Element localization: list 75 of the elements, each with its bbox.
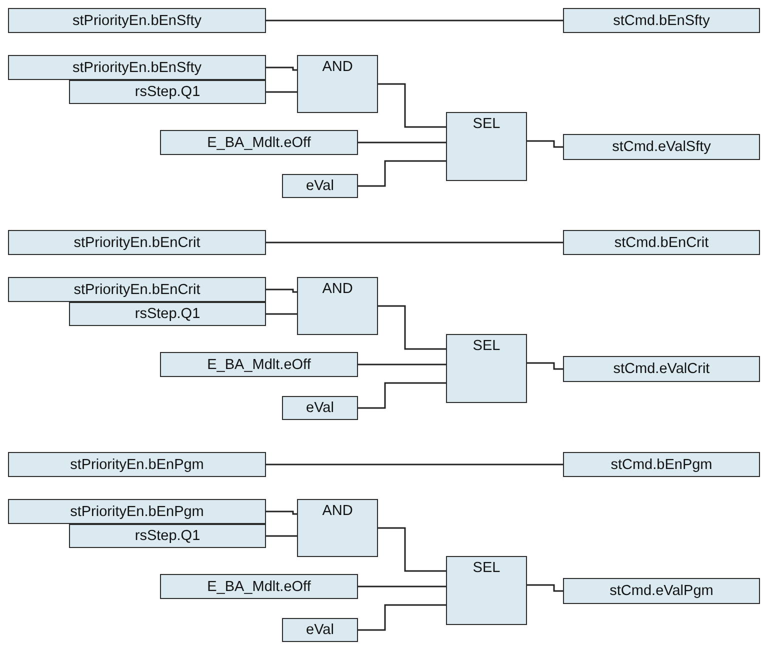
connector-line <box>358 382 446 409</box>
variable-label: rsStep.Q1 <box>134 84 200 100</box>
variable-box <box>563 356 760 382</box>
variable-box <box>8 277 266 302</box>
connector-line <box>527 140 563 148</box>
variable-box <box>8 452 266 477</box>
variable-box <box>8 8 266 33</box>
variable-label: stPriorityEn.bEnPgm <box>70 504 204 520</box>
connector-line <box>266 464 563 466</box>
connector-line <box>358 586 446 588</box>
variable-label: stCmd.bEnCrit <box>614 234 709 250</box>
variable-box <box>160 352 358 377</box>
variable-box <box>8 230 266 255</box>
variable-label: rsStep.Q1 <box>134 306 200 322</box>
variable-box <box>69 302 266 326</box>
connector-line <box>266 66 297 71</box>
variable-box <box>563 230 760 255</box>
connector-line <box>378 305 446 350</box>
connector-line <box>378 527 446 572</box>
variable-label: stCmd.bEnSfty <box>613 12 710 28</box>
connector-line <box>266 510 297 515</box>
variable-label: rsStep.Q1 <box>134 528 200 544</box>
variable-label: stCmd.eValSfty <box>612 139 711 155</box>
variable-label: eVal <box>306 622 334 638</box>
variable-label: stCmd.eValPgm <box>610 583 714 599</box>
connector-line <box>266 242 563 244</box>
connector-line <box>358 364 446 366</box>
variable-box <box>282 618 358 642</box>
variable-label: eVal <box>306 178 334 194</box>
variable-box <box>563 452 760 477</box>
variable-box <box>8 55 266 80</box>
variable-box <box>563 134 760 160</box>
variable-label: E_BA_Mdlt.eOff <box>207 134 311 150</box>
function-block <box>446 556 527 625</box>
block-type-label: AND <box>322 59 353 75</box>
connector-line <box>266 313 297 315</box>
connector-line <box>266 288 297 293</box>
variable-label: E_BA_Mdlt.eOff <box>207 578 311 594</box>
function-block <box>297 499 378 557</box>
connector-line <box>358 142 446 144</box>
variable-box <box>563 578 760 604</box>
block-type-label: SEL <box>472 338 500 354</box>
connector-line <box>527 362 563 370</box>
variable-box <box>160 574 358 599</box>
variable-box <box>8 499 266 524</box>
variable-label: stPriorityEn.bEnCrit <box>74 282 200 298</box>
variable-label: stCmd.eValCrit <box>613 361 710 377</box>
variable-box <box>160 130 358 155</box>
connector-line <box>266 20 563 22</box>
variable-label: stPriorityEn.bEnPgm <box>70 456 204 472</box>
function-block <box>446 112 527 181</box>
variable-label: stPriorityEn.bEnCrit <box>74 234 200 250</box>
connector-line <box>527 584 563 592</box>
variable-label: eVal <box>306 400 334 416</box>
variable-label: stCmd.bEnPgm <box>610 456 712 472</box>
connector-line <box>358 160 446 187</box>
variable-label: stPriorityEn.bEnSfty <box>72 12 202 28</box>
variable-label: E_BA_Mdlt.eOff <box>207 356 311 372</box>
function-block <box>297 55 378 113</box>
connector-line <box>266 535 297 537</box>
block-type-label: SEL <box>472 116 500 132</box>
variable-box <box>69 80 266 104</box>
block-type-label: AND <box>322 503 353 519</box>
variable-box <box>282 396 358 420</box>
connector-line <box>378 83 446 128</box>
block-type-label: AND <box>322 281 353 297</box>
function-block <box>446 334 527 403</box>
variable-label: stPriorityEn.bEnSfty <box>72 60 202 76</box>
variable-box <box>282 174 358 198</box>
variable-box <box>563 8 760 33</box>
function-block <box>297 277 378 335</box>
connector-line <box>266 91 297 93</box>
variable-box <box>69 524 266 548</box>
connector-line <box>358 604 446 631</box>
block-type-label: SEL <box>472 560 500 576</box>
